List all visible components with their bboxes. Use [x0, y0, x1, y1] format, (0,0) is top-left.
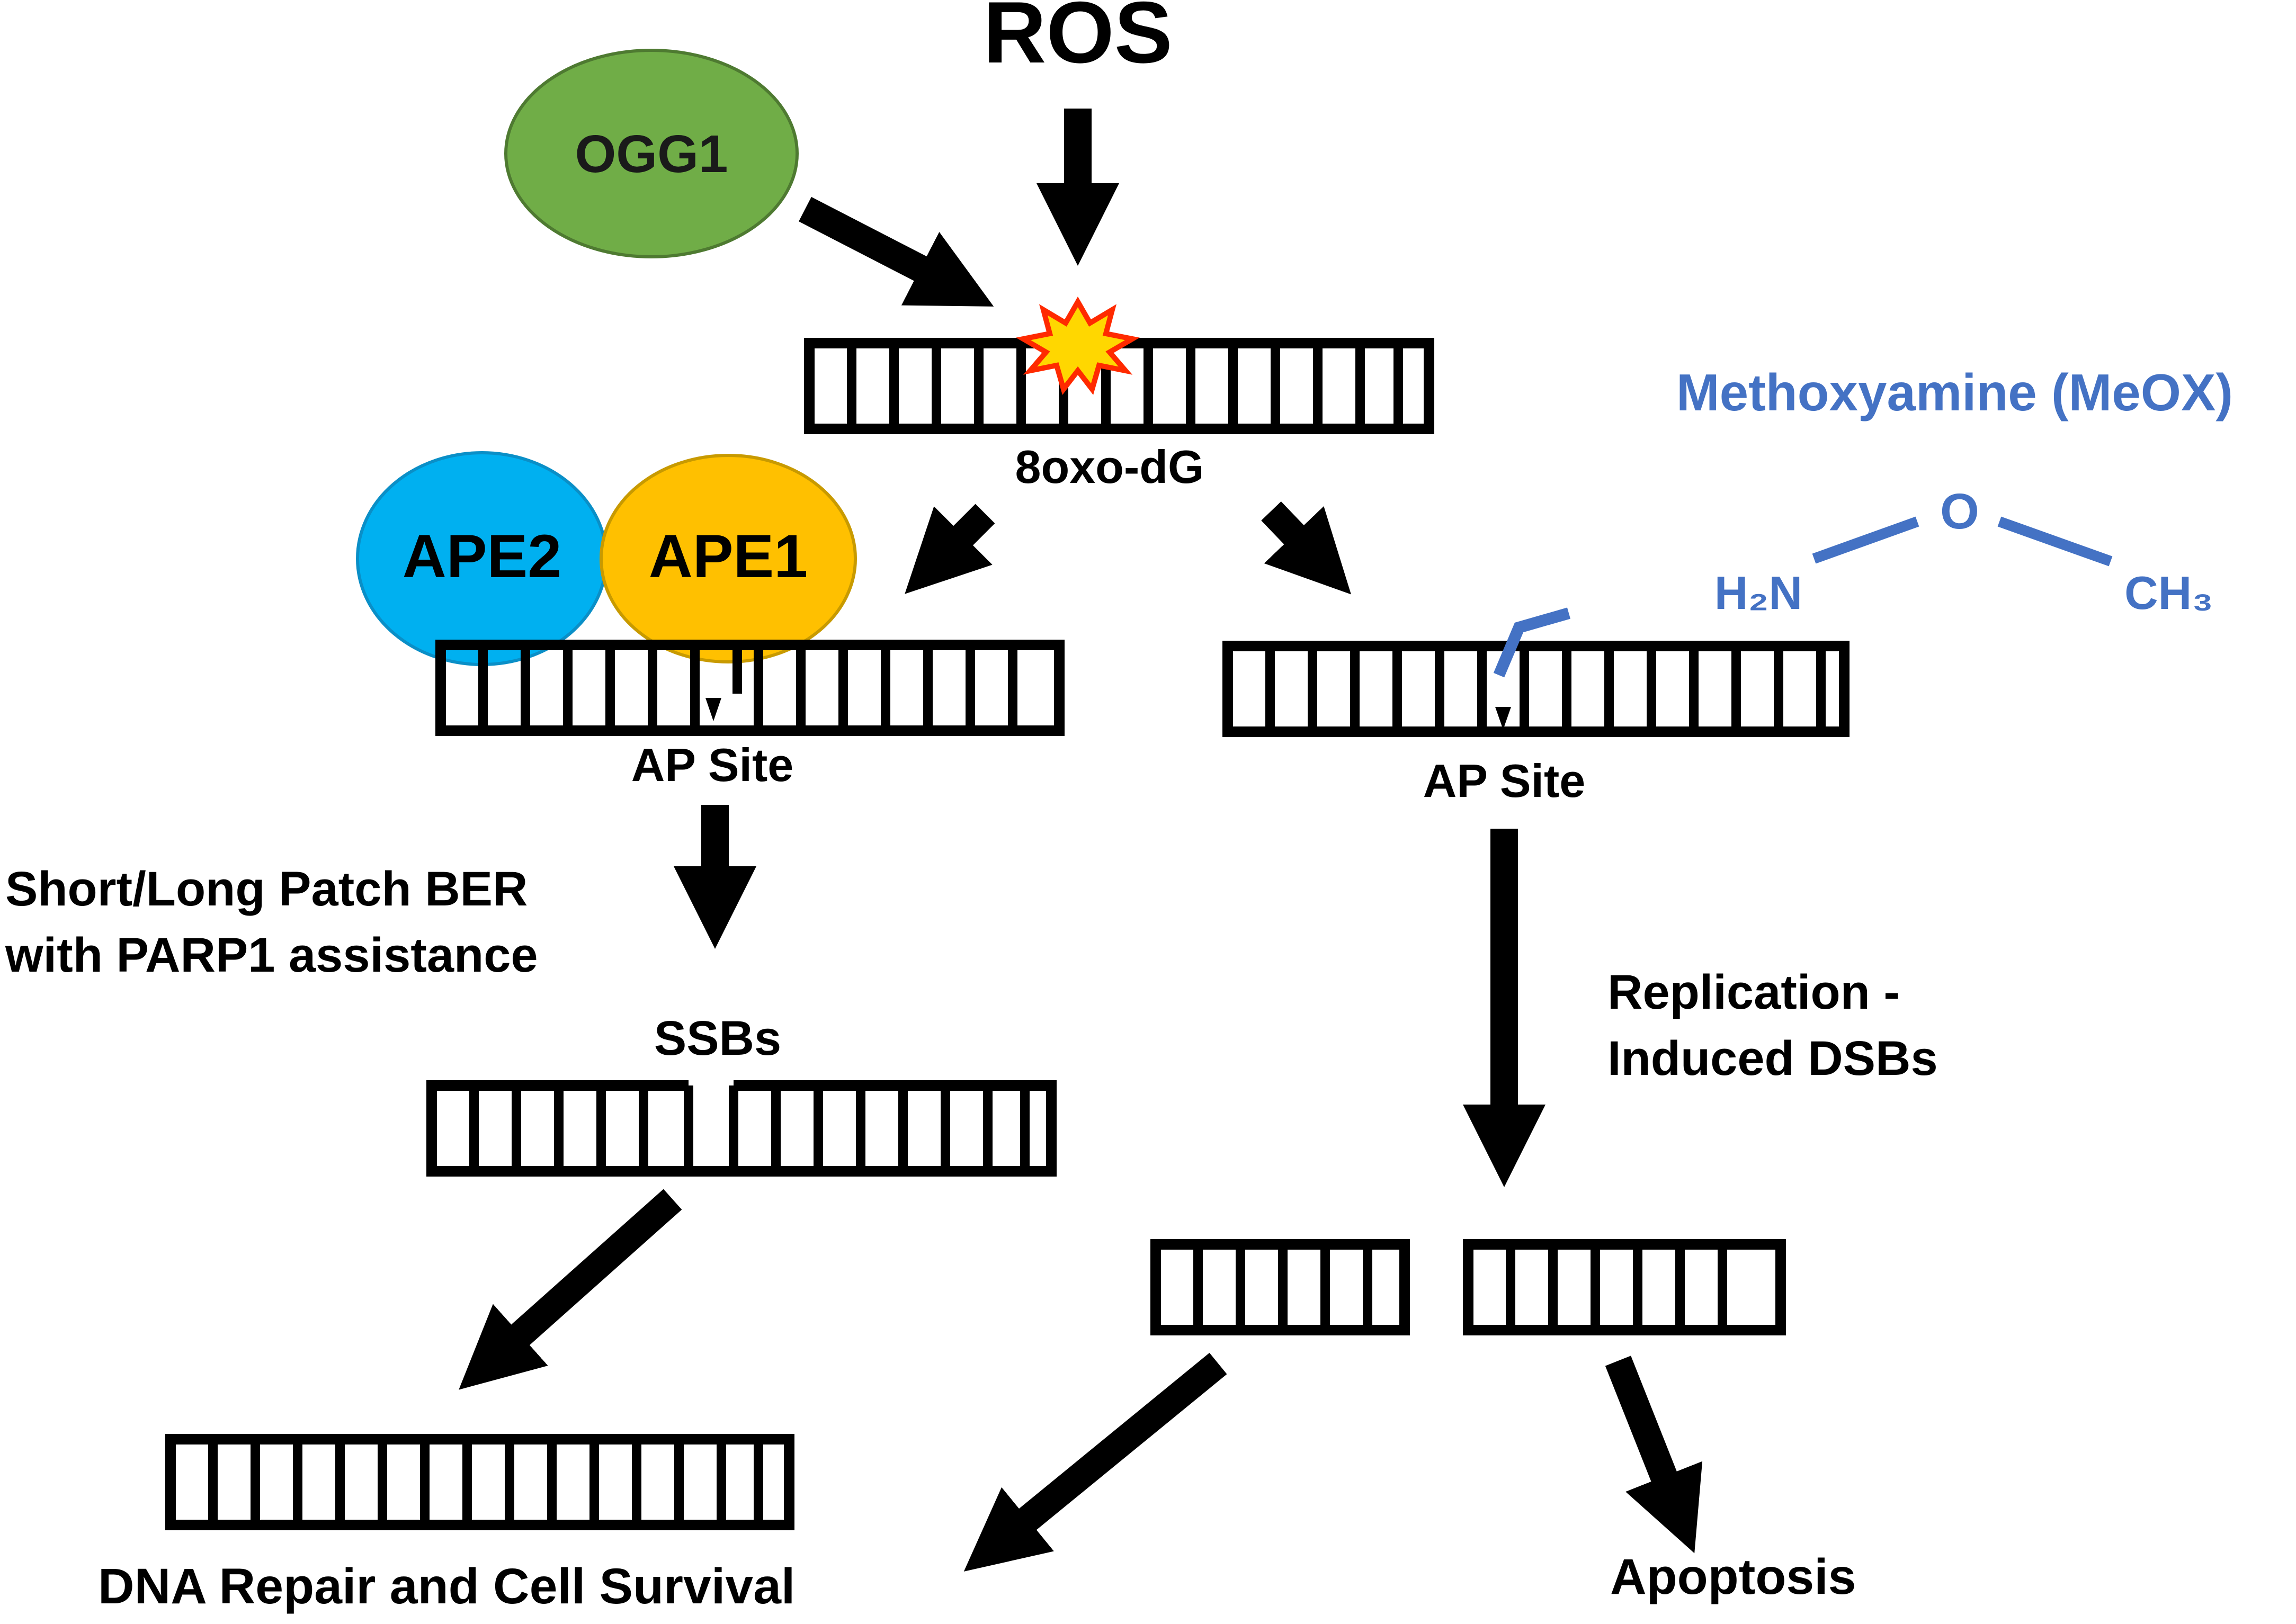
ber-label-line2: with PARP1 assistance	[5, 928, 538, 982]
repair-outcome-label: DNA Repair and Cell Survival	[98, 1558, 795, 1614]
ap-site-marker-icon	[1495, 707, 1511, 730]
arrow-to-ape-ap-site	[905, 504, 995, 594]
dna-rungs	[469, 1085, 1030, 1171]
ssb-repair-arrow	[459, 1189, 682, 1390]
dna-rungs	[208, 1439, 763, 1525]
dsb-label-line1: Replication -	[1607, 965, 1900, 1019]
dna-ap-site-right	[1222, 607, 1850, 737]
ap-site-right-label: AP Site	[1423, 755, 1586, 807]
ap-site-marker-icon	[705, 698, 721, 721]
dna-8oxo-dg	[804, 296, 1434, 434]
ogg1-node	[504, 49, 799, 258]
dna-dsb-fragment-right	[1463, 1239, 1786, 1335]
ros-title: ROS	[983, 0, 1173, 81]
meox-atom-o: O	[1940, 483, 1979, 540]
ap-site-left-label: AP Site	[631, 739, 794, 791]
meox-adduct-icon	[1493, 607, 1571, 678]
dna-ssb	[426, 1080, 1057, 1177]
arrows-group	[459, 109, 1703, 1572]
dsb-label-line2: Induced DSBs	[1607, 1031, 1938, 1085]
meox-atom-ch3: CH₃	[2124, 567, 2213, 619]
dna-repaired	[165, 1434, 794, 1530]
apoptosis-outcome-label: Apoptosis	[1610, 1549, 1856, 1605]
ogg1-label: OGG1	[575, 124, 728, 184]
oxo-dg-label: 8oxo-dG	[1015, 441, 1204, 493]
dna-ap-site-left	[435, 640, 1065, 736]
ssbs-label: SSBs	[654, 1011, 781, 1065]
dna-dsb-fragment-left	[1150, 1239, 1410, 1335]
ape1-node	[600, 454, 857, 663]
lesion-burst-icon	[1016, 296, 1140, 395]
dna-rungs	[478, 645, 1017, 731]
meox-atom-h2n: H₂N	[1714, 567, 1802, 619]
ber-label-line1: Short/Long Patch BER	[5, 862, 528, 916]
ape1-label: APE1	[649, 523, 808, 590]
ogg1-arrow	[799, 196, 994, 307]
dsb-survival-arrow	[963, 1352, 1227, 1572]
ape2-label: APE2	[403, 523, 561, 590]
dna-rungs	[847, 343, 1403, 429]
apoptosis-arrow	[1605, 1356, 1703, 1554]
dna-rungs	[1265, 646, 1826, 732]
meox-bond-o-c	[1997, 516, 2113, 567]
meox-name: Methoxyamine (MeOX)	[1676, 363, 2233, 421]
arrow-to-meox-ap-site	[1261, 501, 1351, 595]
meox-bond-n-o	[1812, 516, 1919, 564]
